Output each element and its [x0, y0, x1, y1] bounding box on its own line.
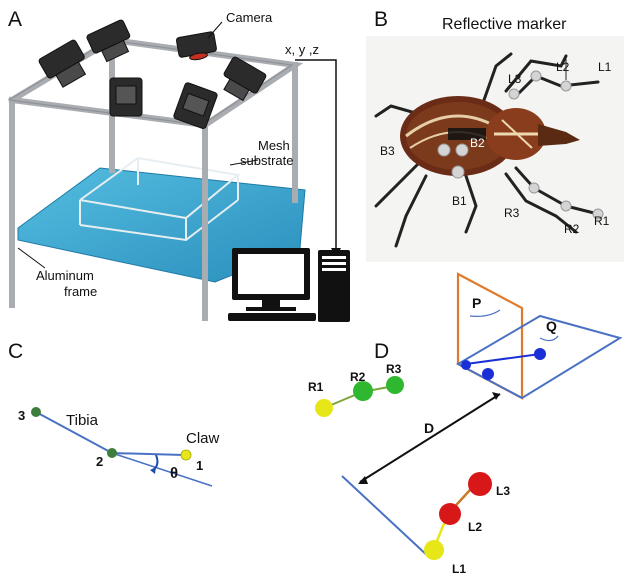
body-B1-label: B1 [452, 194, 467, 208]
leg-R3-label: R3 [504, 206, 520, 220]
leg-R2-label: R2 [564, 222, 580, 236]
distance-label: D [424, 420, 435, 436]
right-joint-R3 [386, 376, 404, 394]
leg-R1-label: R1 [594, 214, 610, 228]
right-R1-label: R1 [308, 380, 324, 394]
reference-line [111, 452, 213, 487]
mesh-label-1: Mesh [258, 138, 290, 153]
left-L2-label: L2 [468, 520, 483, 534]
leg-L1-label: L1 [598, 60, 612, 74]
tibia-label: Tibia [66, 412, 98, 429]
panel-d-letter: D [374, 340, 390, 363]
camera-label: Camera [226, 10, 273, 25]
frame-label-2: frame [64, 284, 98, 299]
left-joint-L1 [424, 540, 444, 560]
camera-array [38, 19, 267, 129]
joint-2 [107, 448, 117, 458]
mesh-label-2: substrate [240, 153, 294, 168]
leg-L2-label: L2 [556, 60, 570, 74]
coords-label: x, y ,z [285, 42, 319, 57]
joint-3-label: 3 [18, 408, 26, 423]
computer-icon [228, 248, 350, 322]
theta-label: θ [170, 465, 179, 482]
joint-1-label: 1 [196, 458, 204, 473]
plane-P-label: P [472, 295, 482, 311]
claw-label: Claw [186, 430, 220, 447]
right-R3-label: R3 [386, 362, 402, 376]
joint-2-label: 2 [96, 454, 104, 469]
right-joint-R2 [353, 381, 373, 401]
joint-1 [180, 449, 192, 461]
right-joint-R1 [315, 399, 333, 417]
frame-label-1: Aluminum [36, 268, 94, 283]
left-L1-label: L1 [452, 562, 467, 576]
beetle-illustration [374, 52, 604, 248]
panel-a-letter: A [8, 8, 23, 31]
left-joint-L2 [439, 503, 461, 525]
distance-arrow [359, 393, 501, 483]
leg-L3-label: L3 [508, 72, 522, 86]
panel-c-letter: C [8, 340, 24, 363]
data-cable [295, 59, 337, 250]
tibia-line [35, 411, 113, 454]
panel-b-letter: B [374, 8, 389, 31]
left-L3-label: L3 [496, 484, 511, 498]
beetle-photo: L1 L2 L3 R1 R2 R3 B1 B2 B3 [366, 36, 624, 262]
reflective-marker-label: Reflective marker [442, 16, 567, 33]
right-R2-label: R2 [350, 370, 366, 384]
body-B3-label: B3 [380, 144, 395, 158]
joint-3 [31, 407, 41, 417]
left-tibia-line [341, 475, 431, 559]
left-joint-L3 [468, 472, 492, 496]
plane-Q [455, 314, 623, 400]
body-B2-label: B2 [470, 136, 485, 150]
plane-Q-label: Q [546, 318, 557, 334]
claw-line [111, 452, 185, 456]
mesh-substrate-frame [79, 156, 241, 242]
